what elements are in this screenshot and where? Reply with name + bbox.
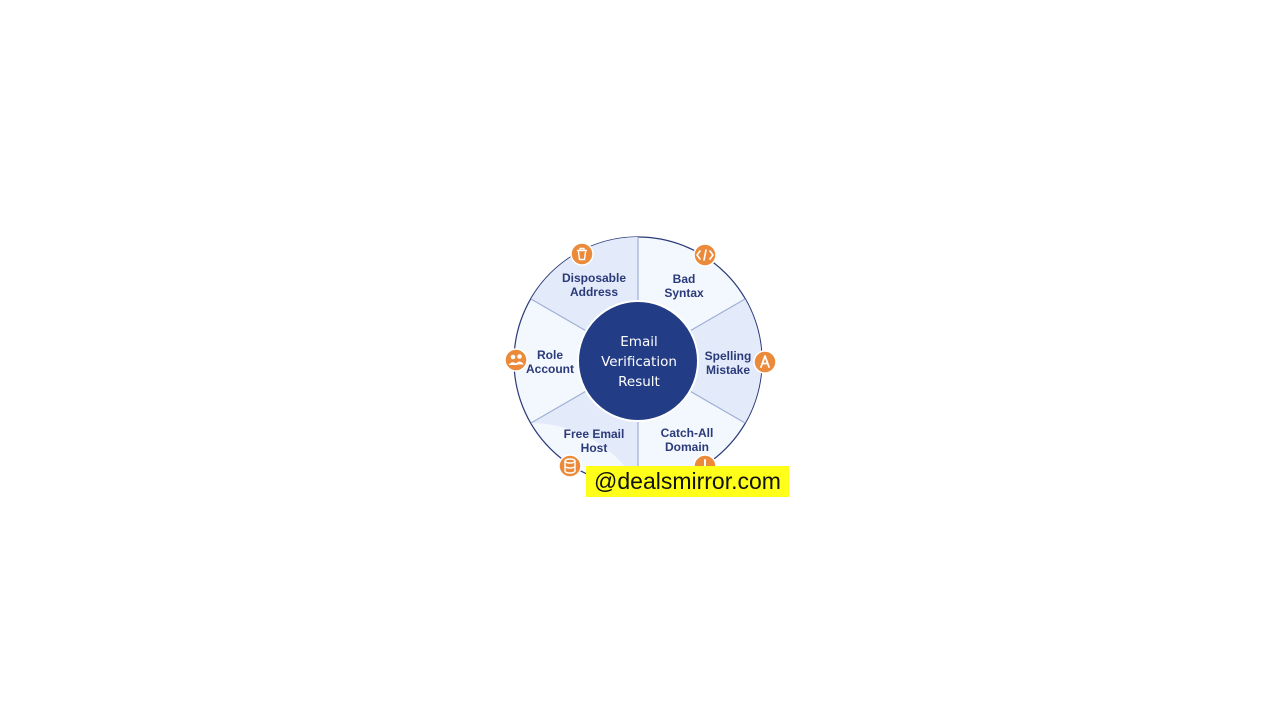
label-free-email-host-line-2: Host bbox=[581, 441, 608, 455]
label-catch-all-domain-line-2: Domain bbox=[665, 440, 709, 454]
users-icon bbox=[504, 348, 528, 372]
label-bad-syntax-line-2: Syntax bbox=[664, 286, 704, 300]
segment-spelling-mistake-bg bbox=[638, 299, 762, 423]
label-disposable-address-line-1: Disposable bbox=[562, 271, 626, 285]
letter-a-icon bbox=[753, 350, 777, 374]
center-label-line-1: Email bbox=[620, 334, 657, 350]
label-bad-syntax-line-1: Bad bbox=[673, 272, 696, 286]
label-spelling-mistake-line-2: Mistake bbox=[706, 363, 750, 377]
label-role-account-line-1: Role bbox=[537, 348, 563, 362]
label-spelling-mistake-line-1: Spelling bbox=[705, 349, 752, 363]
label-role-account-line-2: Account bbox=[526, 362, 574, 376]
label-catch-all-domain-line-1: Catch-All bbox=[661, 426, 714, 440]
code-icon bbox=[693, 243, 717, 267]
center-label-line-2: Verification bbox=[601, 354, 677, 370]
watermark-label: @dealsmirror.com bbox=[586, 466, 789, 497]
label-free-email-host-line-1: Free Email bbox=[564, 427, 625, 441]
label-disposable-address-line-2: Address bbox=[570, 285, 618, 299]
center-circle bbox=[577, 300, 699, 422]
database-icon bbox=[558, 454, 582, 478]
trash-icon bbox=[570, 242, 594, 266]
center-label-line-3: Result bbox=[618, 374, 660, 390]
